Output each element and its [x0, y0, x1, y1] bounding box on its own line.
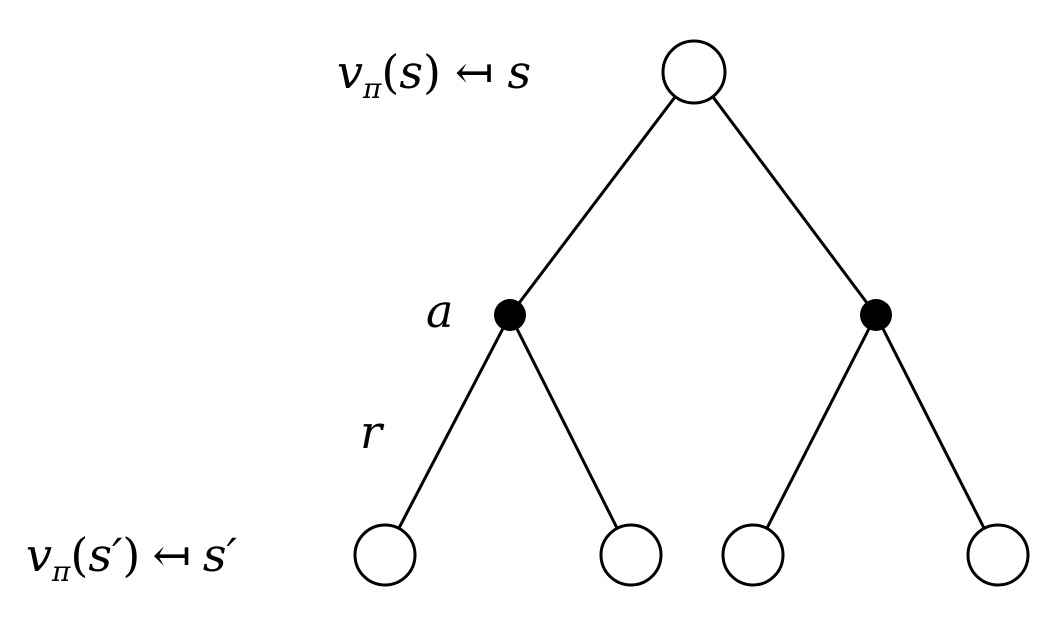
leaf-state-node-3 [721, 523, 785, 587]
action-node-right [860, 299, 892, 331]
root-state-node [661, 39, 727, 105]
leaf-state-node-4 [966, 523, 1030, 587]
leaf-state-node-1 [353, 523, 417, 587]
reward-label: r [360, 405, 385, 459]
edge-action-right-leaf-3 [764, 314, 878, 531]
action-label: a [426, 284, 453, 338]
edge-action-left-leaf-1 [396, 314, 512, 531]
leaf-value-label: vπ(s′)↤s′ [26, 528, 238, 588]
action-node-left [494, 299, 526, 331]
edge-root-action-right [711, 96, 878, 316]
leaf-state-node-2 [599, 523, 663, 587]
edge-action-right-leaf-4 [874, 314, 987, 531]
root-value-label: vπ(s)↤s [337, 45, 531, 105]
edge-root-action-left [508, 96, 677, 316]
edge-action-left-leaf-2 [508, 314, 620, 531]
